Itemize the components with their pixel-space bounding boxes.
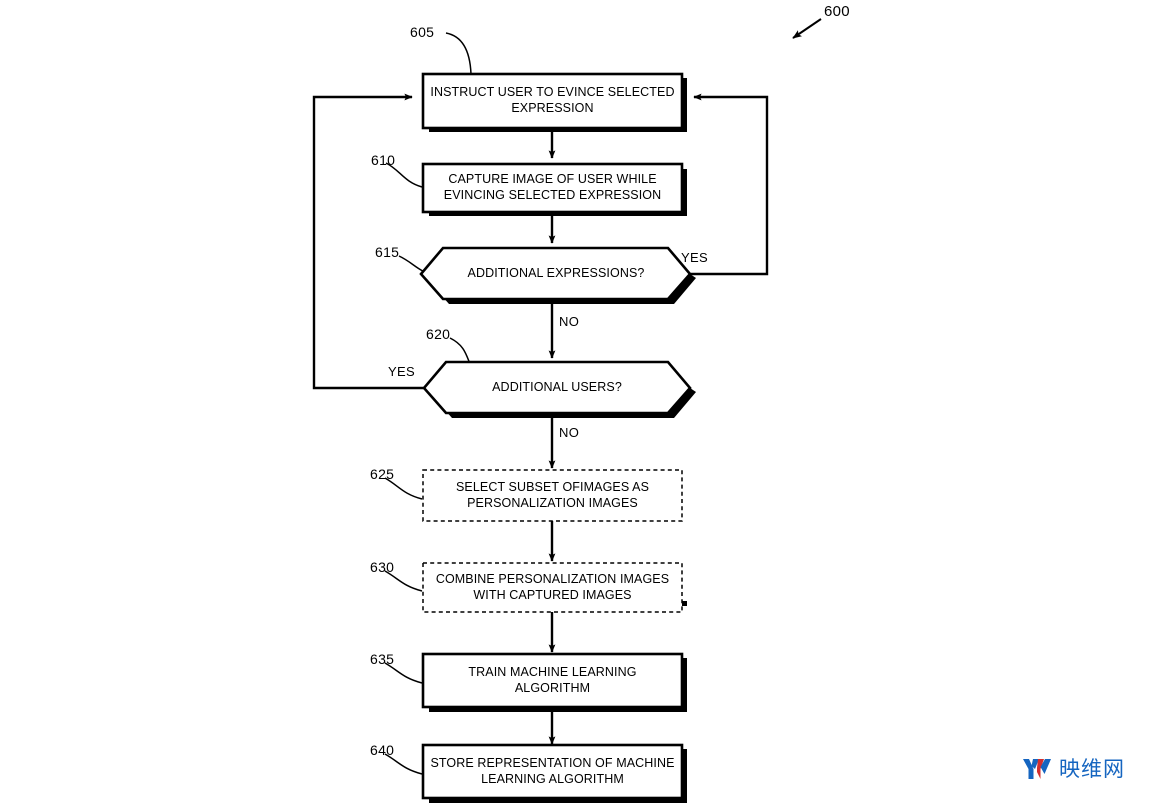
ref-number-610: 610 [371, 152, 396, 168]
flow-connectors [312, 93, 769, 745]
watermark-text: 映维网 [1059, 756, 1125, 781]
node-640-shape[interactable] [421, 743, 684, 800]
node-outlines [419, 72, 696, 800]
node-610-shape[interactable] [421, 162, 684, 214]
node-630-shape[interactable] [422, 562, 683, 613]
node-605-shape[interactable] [421, 72, 684, 130]
connector-615-yes-loop [690, 93, 769, 276]
edge-label-615-no: NO [559, 314, 580, 329]
leader-625 [384, 477, 423, 500]
ref-number-605: 605 [410, 24, 435, 40]
leader-635 [384, 662, 423, 684]
ref-number-615: 615 [375, 244, 400, 260]
node-620-shadow [424, 388, 696, 418]
edge-label-620-yes: YES [388, 364, 415, 379]
ref-number-635: 635 [370, 651, 395, 667]
figure-number-600: 600 [824, 3, 850, 20]
leader-610 [385, 162, 423, 188]
figure-number-arrow [792, 18, 822, 39]
ref-number-640: 640 [370, 742, 395, 758]
leader-630 [384, 570, 423, 592]
node-615-shadow [421, 274, 696, 304]
edge-label-615-yes: YES [681, 250, 708, 265]
leader-620 [449, 337, 471, 365]
node-615-shape[interactable] [419, 246, 692, 301]
node-625-shape[interactable] [422, 469, 683, 522]
connector-620-yes-loop [312, 93, 424, 390]
ref-number-625: 625 [370, 466, 395, 482]
node-635-shape[interactable] [421, 652, 684, 709]
ref-number-620: 620 [426, 326, 451, 342]
ref-number-630: 630 [370, 559, 395, 575]
watermark-logo-icon [1022, 757, 1052, 781]
edge-label-620-no: NO [559, 425, 580, 440]
leader-605 [445, 32, 472, 75]
site-watermark: 映维网 [1022, 757, 1125, 781]
node-620-shape[interactable] [422, 360, 692, 415]
leader-640 [384, 753, 423, 775]
